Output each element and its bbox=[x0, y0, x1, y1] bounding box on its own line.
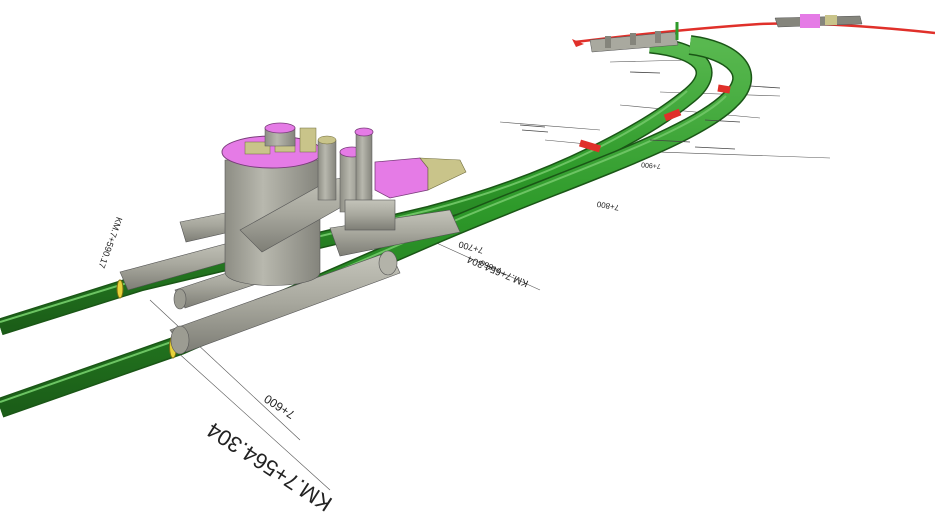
station-7800-label: 7+800 bbox=[596, 199, 620, 212]
distant-structures bbox=[572, 14, 863, 53]
red-segment-markers bbox=[578, 84, 731, 153]
station-7900-label: 7+900 bbox=[641, 160, 661, 169]
station-structure bbox=[119, 122, 467, 355]
left-tunnel-tube bbox=[0, 36, 713, 336]
km-main-label: KM.7+564.304 bbox=[202, 417, 336, 516]
annotation-marks bbox=[519, 71, 781, 150]
km-left-label: KM.7+590.17 bbox=[97, 216, 125, 270]
station-7600-label: 7+600 bbox=[261, 391, 297, 421]
station-7700-label: 7+700 bbox=[457, 239, 484, 255]
